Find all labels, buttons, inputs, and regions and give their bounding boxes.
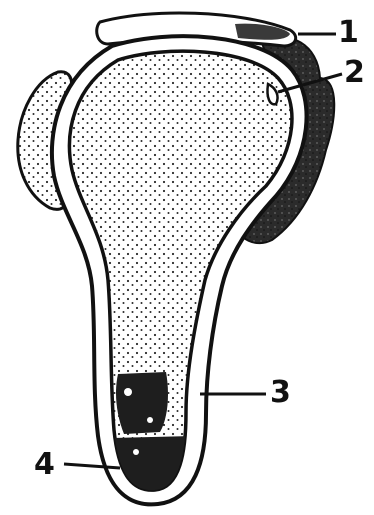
speck: [124, 388, 132, 396]
callout-label-4: 4: [34, 450, 55, 480]
upper-dark-body: [116, 372, 168, 434]
callout-label-3: 3: [270, 378, 291, 408]
speck: [133, 449, 139, 455]
callout-label-1: 1: [338, 18, 359, 48]
speck: [147, 417, 153, 423]
callout-label-2: 2: [344, 58, 365, 88]
